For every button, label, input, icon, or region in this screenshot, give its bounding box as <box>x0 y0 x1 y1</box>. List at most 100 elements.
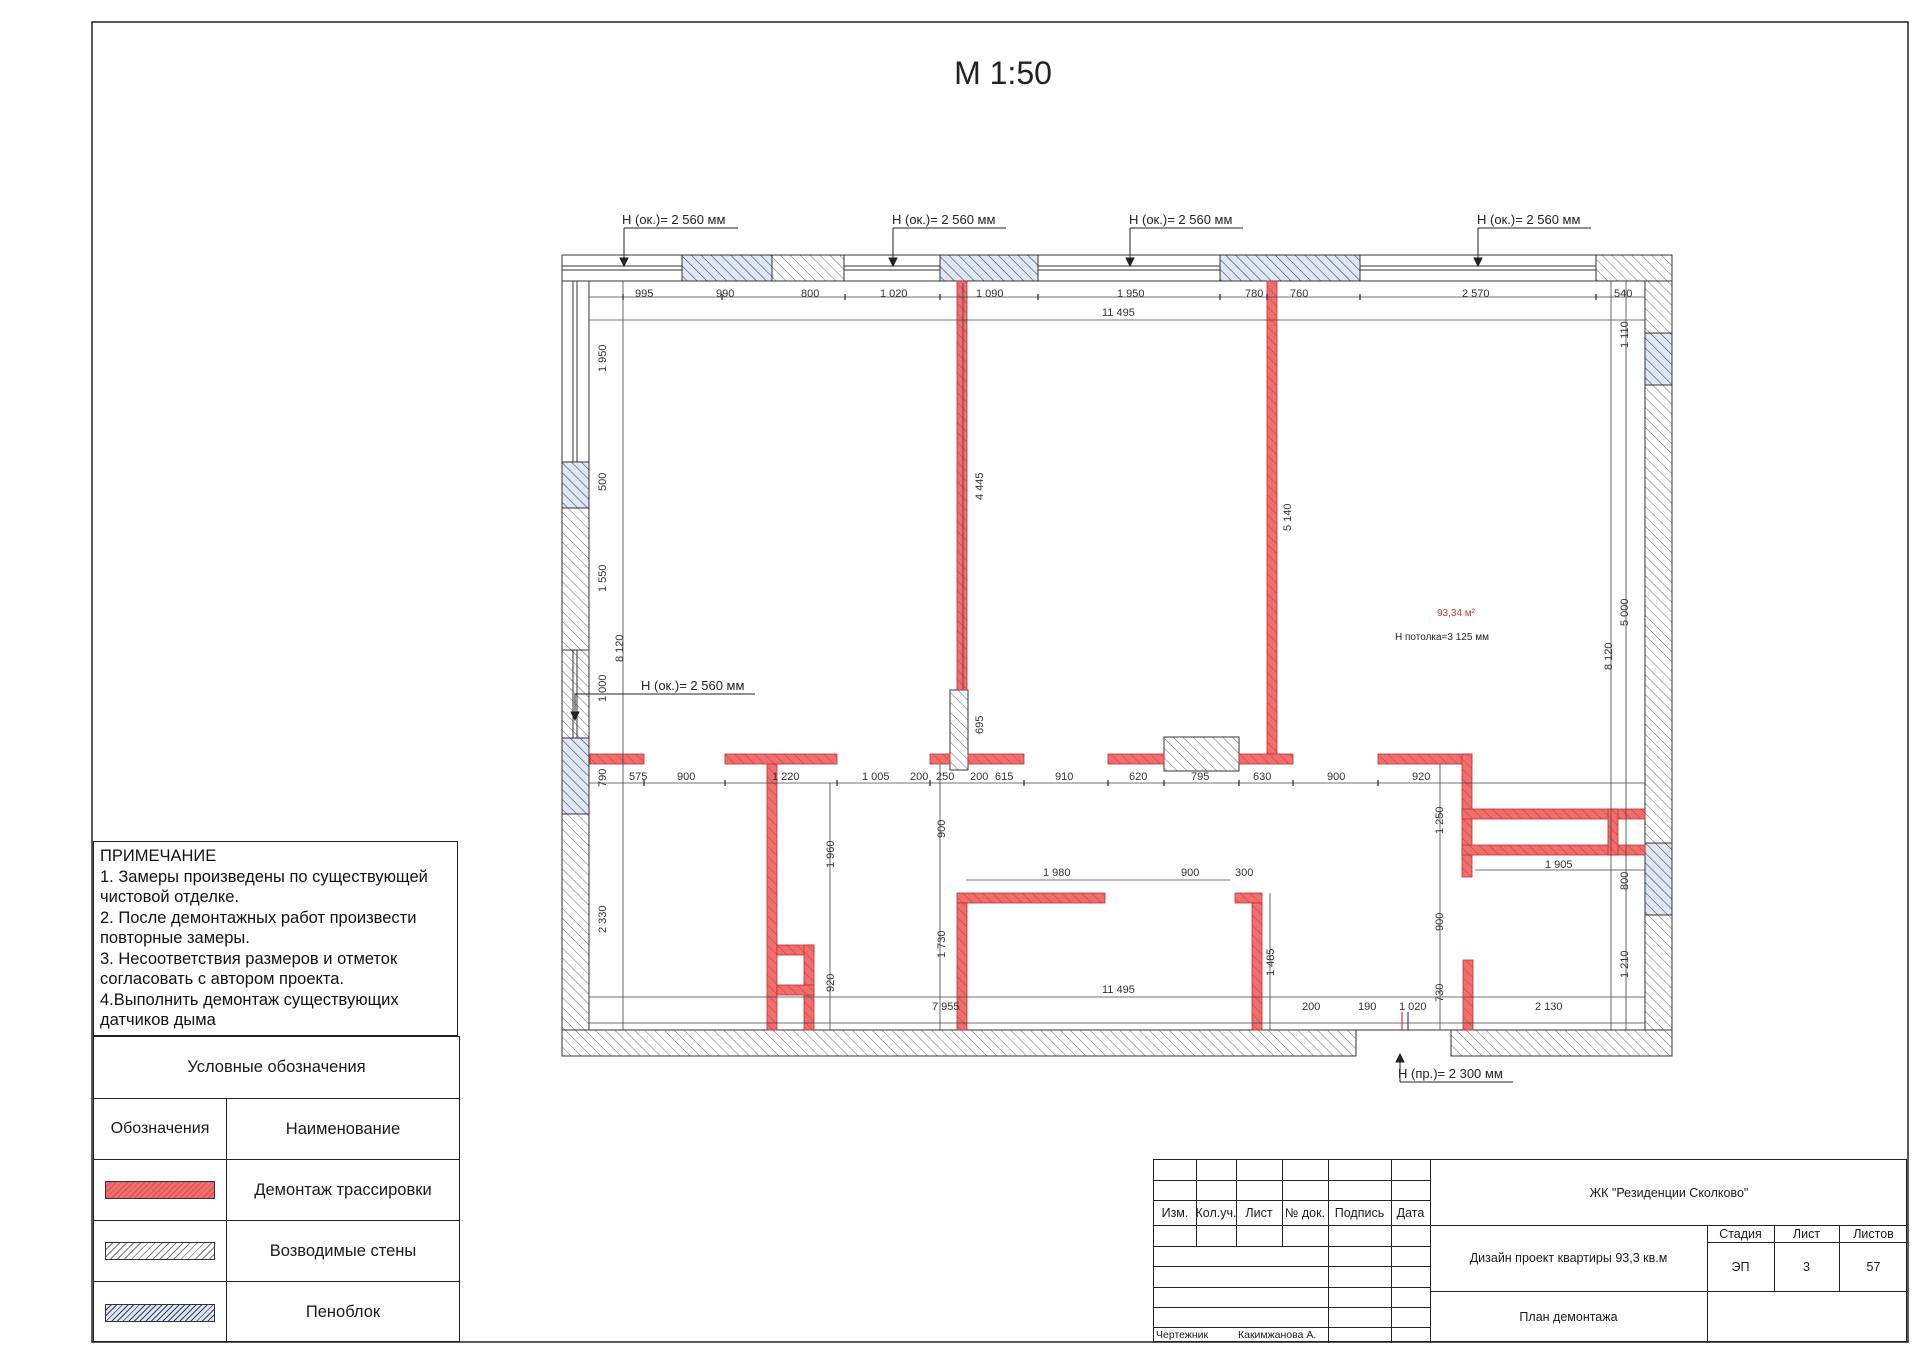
dimension-label: 630 <box>1253 771 1271 783</box>
dimension-label: 900 <box>936 820 948 838</box>
dimension-label: 800 <box>1619 872 1631 890</box>
dimension-label: 760 <box>1290 288 1308 300</box>
legend-row: Пеноблок <box>94 1281 459 1343</box>
exterior-walls <box>561 254 1673 1057</box>
dimension-label: 575 <box>629 771 647 783</box>
dimension-label: 1 730 <box>936 930 948 958</box>
dimension-label: 620 <box>1129 771 1147 783</box>
dimension-label: 1 550 <box>597 564 609 592</box>
legend-title: Условные обозначения <box>187 1058 366 1076</box>
legend-row: Демонтаж трассировки <box>94 1159 459 1220</box>
note-line: датчиков дыма <box>100 1011 216 1029</box>
dimension-label: 8 120 <box>614 634 626 662</box>
notes-panel: ПРИМЕЧАНИЕ 1. Замеры произведены по суще… <box>93 841 458 1036</box>
top-dimension-labels: 995 990 800 1 020 1 090 1 950 780 760 2 … <box>635 288 1632 319</box>
dimension-label: 4 445 <box>974 472 986 500</box>
foam-block-swatch <box>105 1303 215 1322</box>
dimension-label: 995 <box>635 288 653 300</box>
stage-value: ЭП <box>1731 1259 1750 1274</box>
note-line: 2. После демонтажных работ произвести <box>100 908 417 927</box>
dimension-label: 1 020 <box>1399 1001 1427 1013</box>
drafter-role: Чертежник <box>1156 1329 1209 1341</box>
legend-col-name: Наименование <box>285 1119 401 1138</box>
dimension-label: 920 <box>825 974 837 992</box>
legend-item-name: Демонтаж трассировки <box>254 1180 432 1199</box>
dimension-label: 1 950 <box>1117 288 1145 300</box>
sheet-name: План демонтажа <box>1519 1310 1618 1324</box>
dimension-label: 2 330 <box>597 905 609 933</box>
window-height-label: Н (ок.)= 2 560 мм <box>892 212 995 227</box>
dimension-label: 1 020 <box>880 288 908 300</box>
stamp-header: Дата <box>1396 1206 1425 1220</box>
legend-row: Возводимые стены <box>94 1220 459 1281</box>
dimension-label: 1 960 <box>825 840 837 868</box>
dimension-label: 990 <box>716 288 734 300</box>
dimension-label: 1 980 <box>1043 867 1071 879</box>
stamp-header: Кол.уч. <box>1195 1206 1237 1220</box>
dimension-lines <box>589 281 1645 1030</box>
bottom-dimension-labels: 11 495 7 955 200 190 1 020 2 130 <box>932 984 1563 1013</box>
dimension-label: 2 570 <box>1462 288 1490 300</box>
dimension-label: 900 <box>1181 867 1199 879</box>
dimension-label: 1 220 <box>772 771 800 783</box>
stamp-header: Лист <box>1245 1206 1273 1220</box>
project-description: Дизайн проект квартиры 93,3 кв.м <box>1469 1251 1668 1265</box>
dimension-label: 900 <box>1327 771 1345 783</box>
window-height-label: Н (ок.)= 2 560 мм <box>641 678 744 693</box>
dimension-label: 190 <box>1358 1001 1376 1013</box>
dimension-label: 1 000 <box>597 674 609 702</box>
vertical-dimension-labels: 1 950 500 1 550 8 120 1 000 790 2 330 1 … <box>597 321 1631 1002</box>
window-height-label: Н (ок.)= 2 560 мм <box>622 212 725 227</box>
dimension-label: 250 <box>936 771 954 783</box>
dimension-label: 1 950 <box>597 344 609 372</box>
dimension-label: 300 <box>1235 867 1253 879</box>
legend-item-name: Возводимые стены <box>269 1241 417 1260</box>
dimension-label: 900 <box>1434 913 1446 931</box>
dimension-label: 1 485 <box>1265 948 1277 976</box>
sheet-number: 3 <box>1803 1259 1810 1274</box>
note-line: чистовой отделке. <box>100 888 240 906</box>
sheets-label: Листов <box>1853 1226 1894 1241</box>
dimension-label: 1 250 <box>1434 806 1446 834</box>
legend-header-row: Обозначения Наименование <box>94 1098 459 1159</box>
stamp-header: Изм. <box>1161 1206 1189 1220</box>
dimension-label: 200 <box>910 771 928 783</box>
dimension-label: 2 130 <box>1535 1001 1563 1013</box>
note-line: согласовать с автором проекта. <box>100 970 345 988</box>
new-walls-swatch <box>105 1242 215 1260</box>
scale-title: М 1:50 <box>954 55 1052 91</box>
inner-dimension-labels: 1 980 900 300 1 905 <box>1043 859 1573 879</box>
title-block: Изм. Кол.уч. Лист № док. Подпись Дата Че… <box>1153 1159 1908 1343</box>
dimension-label: 5 000 <box>1619 598 1631 626</box>
window-height-label: Н (ок.)= 2 560 мм <box>1129 212 1232 227</box>
dimension-label: 1 110 <box>1619 321 1631 348</box>
legend-col-symbol: Обозначения <box>94 1099 227 1159</box>
note-line: 1. Замеры произведены по существующей <box>100 867 428 886</box>
window-height-markers <box>570 227 1591 1083</box>
interior-outline <box>588 280 1646 1031</box>
dimension-label: 615 <box>995 771 1013 783</box>
dimension-label: 730 <box>1434 984 1446 1002</box>
dimension-label: 8 120 <box>1603 642 1615 670</box>
project-name: ЖК "Резиденции Сколково" <box>1589 1185 1749 1200</box>
window-height-label: Н (ок.)= 2 560 мм <box>1477 212 1580 227</box>
dimension-label: 1 005 <box>862 771 890 783</box>
dimension-label: 920 <box>1412 771 1430 783</box>
legend-table: Условные обозначения Обозначения Наимено… <box>93 1036 460 1343</box>
dimension-label: 910 <box>1055 771 1073 783</box>
stage-label: Стадия <box>1719 1226 1762 1241</box>
dimension-label: 7 955 <box>932 1001 960 1013</box>
dimension-label: 695 <box>974 716 986 734</box>
dimension-label: 795 <box>1191 771 1209 783</box>
dimension-label: 200 <box>1302 1001 1320 1013</box>
demolition-swatch <box>105 1181 215 1199</box>
overall-dimension-label: 11 495 <box>1102 984 1135 996</box>
door-height-label: Н (пр.)= 2 300 мм <box>1398 1066 1503 1081</box>
dimension-label: 900 <box>677 771 695 783</box>
dimension-label: 1 090 <box>976 288 1004 300</box>
sheet-count: 57 <box>1866 1259 1881 1274</box>
dimension-label: 1 905 <box>1545 859 1573 871</box>
notes-title: ПРИМЕЧАНИЕ <box>100 847 217 865</box>
